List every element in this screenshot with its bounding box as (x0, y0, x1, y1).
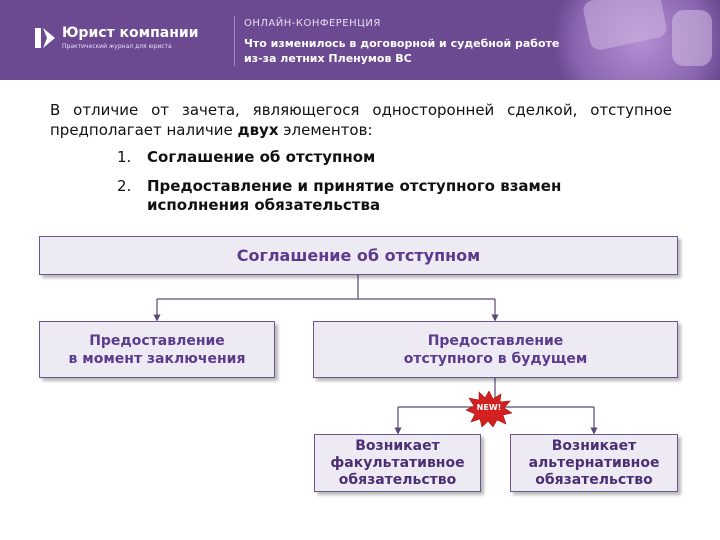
node-facultative-obligation: Возникает факультативное обязательство (314, 434, 481, 492)
new-starburst-icon (466, 391, 512, 427)
intro-text-end: элементов: (278, 121, 373, 139)
list-number: 2. (117, 177, 132, 195)
node-label-line: обязательство (535, 471, 653, 488)
node-immediate-provision: Предоставление в момент заключения (39, 321, 275, 378)
list-item: 2. Предоставление и принятие отступного … (117, 177, 597, 215)
node-label-line: Предоставление (89, 332, 225, 349)
conference-title-line: Что изменилось в договорной и судебной р… (244, 37, 560, 50)
conference-label: ОНЛАЙН-КОНФЕРЕНЦИЯ (244, 18, 381, 29)
node-label-line: альтернативное (528, 454, 660, 471)
elements-list: 1. Соглашение об отступном 2. Предоставл… (117, 148, 597, 215)
brand-name: Юрист компании (62, 25, 199, 41)
banner-divider (234, 16, 235, 66)
intro-bold-word: двух (237, 121, 279, 139)
conference-title: Что изменилось в договорной и судебной р… (244, 36, 559, 66)
node-label-line: Возникает (551, 437, 637, 454)
list-item-text: Предоставление и принятие отступного вза… (147, 177, 562, 214)
node-alternative-obligation: Возникает альтернативное обязательство (510, 434, 678, 492)
conference-title-line: из-за летних Пленумов ВС (244, 52, 412, 65)
banner-decoration-cup (672, 10, 712, 66)
node-label-line: Предоставление (427, 332, 564, 349)
list-number: 1. (117, 148, 132, 166)
root-node-label: Соглашение об отступном (236, 246, 481, 265)
new-badge-label: NEW! (476, 403, 502, 412)
node-label-line: отступного в будущем (403, 350, 588, 367)
node-label-line: факультативное (330, 454, 465, 471)
brand-subtitle: Практический журнал для юриста (62, 43, 172, 50)
node-future-provision: Предоставление отступного в будущем (313, 321, 678, 378)
node-label-line: Возникает (355, 437, 440, 454)
list-item: 1. Соглашение об отступном (117, 148, 597, 167)
intro-text: В отличие от зачета, являющегося односто… (50, 101, 672, 139)
intro-paragraph: В отличие от зачета, являющегося односто… (50, 100, 672, 140)
header-banner: Юрист компании Практический журнал для ю… (0, 0, 720, 80)
list-item-text: Соглашение об отступном (147, 148, 376, 166)
node-label-line: в момент заключения (68, 350, 246, 367)
node-label-line: обязательство (338, 471, 457, 488)
root-node: Соглашение об отступном (39, 236, 678, 275)
brand-logo-icon (35, 28, 55, 48)
